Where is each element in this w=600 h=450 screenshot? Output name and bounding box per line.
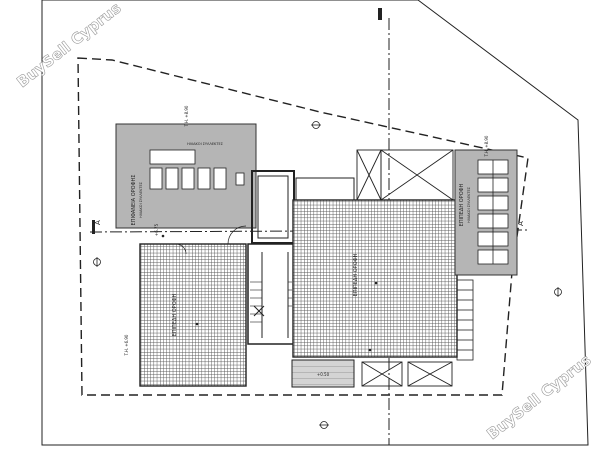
svg-text:A: A <box>517 221 525 226</box>
roof-edge-right <box>456 279 474 361</box>
slab-bottom: +0.50 <box>291 359 355 388</box>
svg-text:ΕΠΙΠΕΔΗ ΟΡΟΦΗ: ΕΠΙΠΕΔΗ ΟΡΟΦΗ <box>172 293 178 336</box>
svg-text:T.H. +6.90: T.H. +6.90 <box>124 334 129 356</box>
roof-flat-left: ΕΠΙΠΕΔΗ ΟΡΟΦΗ +6.75 T.H. +6.90 <box>124 223 247 387</box>
svg-text:+6.75: +6.75 <box>154 223 159 236</box>
watermark-bottom-right: BuySell Cyprus <box>483 351 594 443</box>
section-marker-left: A <box>92 220 102 234</box>
survey-point-symbols <box>93 121 562 429</box>
solar-panel-array <box>149 167 245 190</box>
svg-text:ΗΛΙΑΚΟΙ ΣΥΛΛΕΚΤΕΣ: ΗΛΙΑΚΟΙ ΣΥΛΛΕΚΤΕΣ <box>467 187 471 223</box>
roof-solar-right: ΕΠΙΠΕΔΗ ΟΡΟΦΗ ΗΛΙΑΚΟΙ ΣΥΛΛΕΚΤΕΣ T.H. +8.… <box>454 135 518 276</box>
roof-solar-top-left: ΗΛΙΑΚΟΙ ΣΥΛΛΕΚΤΕΣ ΕΠΙΦΑΝΕΙΑ ΟΡΟΦΗΣ ΗΛΙΑΚ… <box>115 105 257 229</box>
svg-text:T.H. +8.90: T.H. +8.90 <box>484 135 489 157</box>
watermark-top-left: BuySell Cyprus <box>13 0 124 91</box>
light-wells-bottom <box>361 361 453 387</box>
svg-text:ΗΛΙΑΚΟΙ ΣΥΛΛΕΚΤΕΣ: ΗΛΙΑΚΟΙ ΣΥΛΛΕΚΤΕΣ <box>187 142 223 146</box>
plot-boundary <box>41 0 589 446</box>
svg-text:+0.50: +0.50 <box>317 372 330 377</box>
setback-line <box>77 57 529 396</box>
svg-text:A: A <box>94 220 102 225</box>
svg-text:ΕΠΙΦΑΝΕΙΑ ΟΡΟΦΗΣ: ΕΠΙΦΑΝΕΙΑ ΟΡΟΦΗΣ <box>131 175 137 226</box>
svg-text:T.H. +8.90: T.H. +8.90 <box>184 105 189 127</box>
section-marker-top <box>378 8 382 20</box>
svg-text:ΕΠΙΠΕΔΗ ΟΡΟΦΗ: ΕΠΙΠΕΔΗ ΟΡΟΦΗ <box>353 253 359 296</box>
solar-panel-array-right <box>477 159 509 265</box>
roof-flat-center: ΕΠΙΠΕΔΗ ΟΡΟΦΗ <box>292 177 458 358</box>
svg-text:ΕΠΙΠΕΔΗ ΟΡΟΦΗ: ΕΠΙΠΕΔΗ ΟΡΟΦΗ <box>459 183 465 226</box>
svg-text:ΗΛΙΑΚΟΙ ΣΥΛΛΕΚΤΕΣ: ΗΛΙΑΚΟΙ ΣΥΛΛΕΚΤΕΣ <box>139 182 143 218</box>
light-wells-top <box>356 149 454 201</box>
